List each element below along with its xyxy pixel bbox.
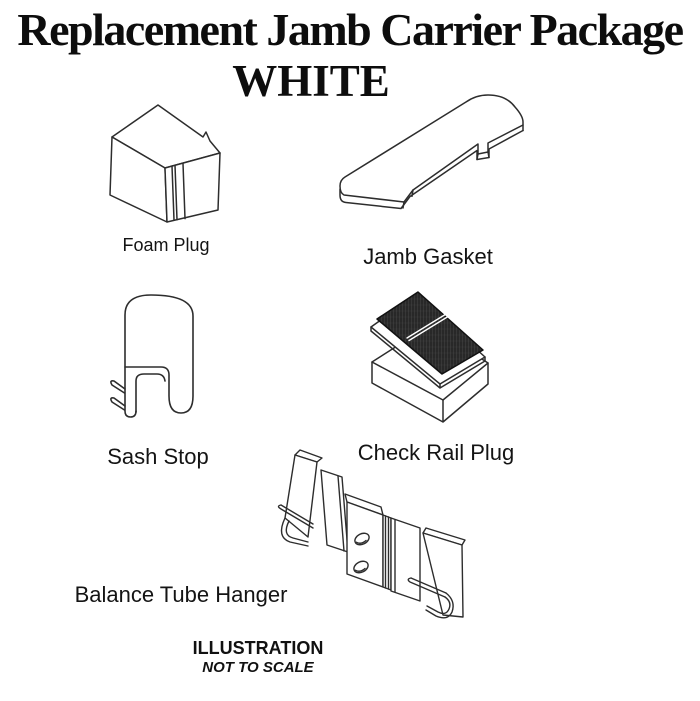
jamb-gasket-label: Jamb Gasket	[363, 244, 493, 269]
footer-illustration-text: ILLUSTRATION	[192, 638, 324, 658]
page-subtitle-color: WHITE	[232, 56, 390, 106]
sash-stop-label: Sash Stop	[107, 444, 209, 469]
balance-tube-hanger-label: Balance Tube Hanger	[74, 582, 288, 607]
check-rail-plug-illustration	[370, 291, 489, 423]
check-rail-plug-label: Check Rail Plug	[357, 440, 515, 465]
footer-not-to-scale-text: NOT TO SCALE	[202, 659, 314, 676]
page-title: Replacement Jamb Carrier Package	[17, 4, 684, 55]
sash-stop-illustration	[110, 294, 194, 418]
balance-tube-hanger-illustration	[277, 449, 466, 619]
foam-plug-illustration	[109, 104, 221, 223]
foam-plug-label: Foam Plug	[122, 235, 210, 255]
jamb-gasket-illustration	[339, 94, 524, 210]
